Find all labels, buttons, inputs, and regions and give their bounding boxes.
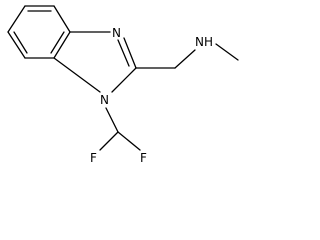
bond [7,31,26,59]
bond [123,37,137,69]
bond [105,107,119,133]
bond [215,43,239,61]
double-bond-inner [117,39,130,67]
atom-label-fluorine: F [140,151,147,162]
bond [99,131,119,151]
atom-label-fluorine: F [90,151,97,162]
side-chain [135,43,239,69]
double-bond-inner [13,31,28,54]
bond [53,57,101,93]
bond [7,5,26,33]
atom-label-imine-n: N [112,26,121,40]
bond [174,49,196,69]
imidazole-ring [53,31,137,93]
bond [111,67,137,93]
benzene-ring [7,5,71,59]
difluoromethyl-group [99,107,141,151]
bond [117,131,141,151]
molecule-structure: N N NH F F [7,5,239,162]
atom-label-ring-n: N [100,93,109,107]
bond [53,5,71,33]
atom-label-amine-nh: NH [195,35,213,49]
double-bond-inner [50,31,65,54]
bond [53,31,71,59]
